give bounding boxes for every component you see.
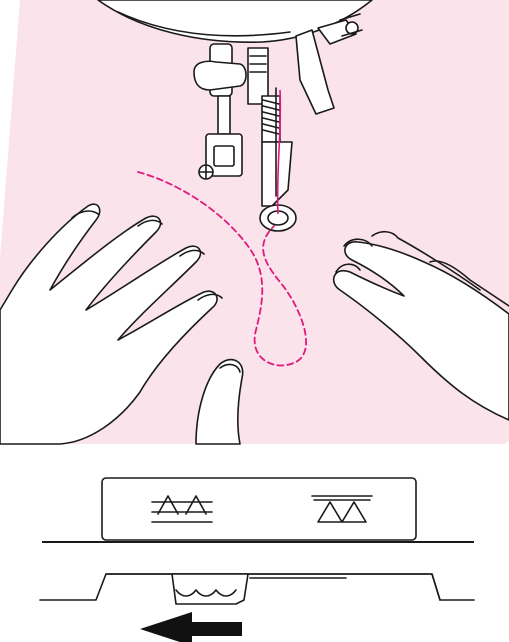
feed-dog-selector-panel [102, 478, 416, 540]
slide-left-arrow-icon [140, 612, 242, 642]
feed-dog-lever [40, 574, 474, 604]
